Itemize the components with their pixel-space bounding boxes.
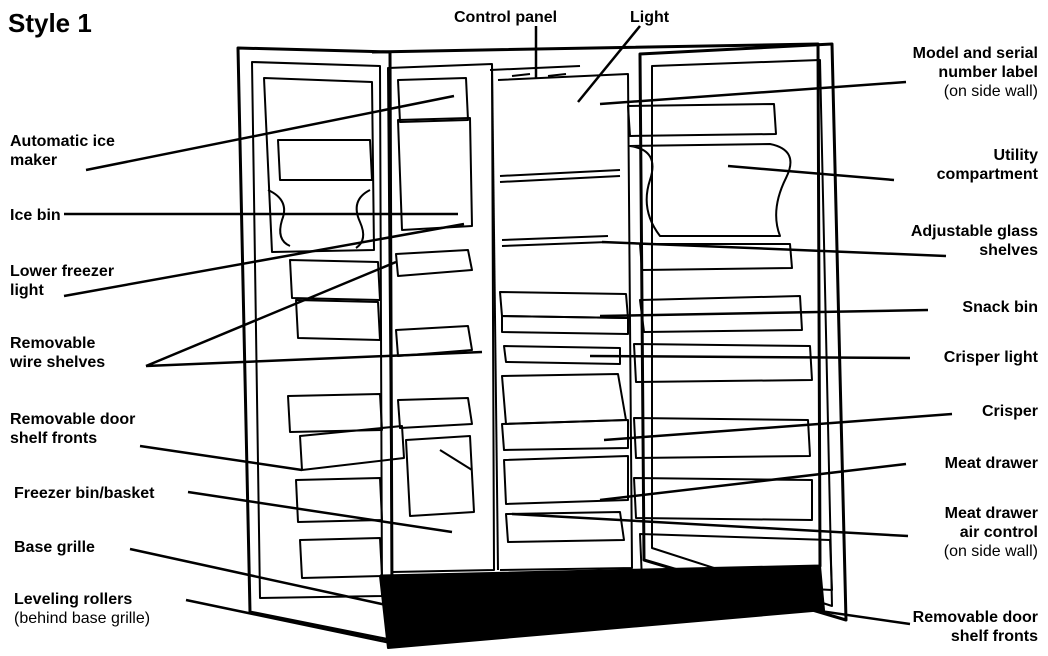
label-leveling-rollers-line1: Leveling rollers: [14, 591, 133, 608]
label-utility-line1: Utility: [993, 147, 1038, 164]
label-removable-door-shelf-fronts-right: Removable door shelf fronts: [913, 608, 1038, 646]
label-ice-bin: Ice bin: [10, 207, 61, 224]
label-crisper-light: Crisper light: [943, 349, 1038, 366]
label-light: Light: [630, 9, 670, 26]
label-removable-door-shelf-fronts-left: Removable door shelf fronts: [10, 410, 135, 448]
label-freezer-bin-basket: Freezer bin/basket: [14, 485, 155, 502]
label-model-serial-line3: (on side wall): [943, 83, 1038, 100]
label-lower-freezer-light: Lower freezer light: [10, 262, 114, 300]
label-wire-shelves-line2: wire shelves: [10, 354, 106, 371]
label-leveling-rollers-line2: (behind base grille): [14, 610, 151, 627]
label-adjustable-glass-shelves: Adjustable glass shelves: [911, 222, 1038, 260]
label-door-shelf-fronts-right-line1: Removable door: [912, 609, 1038, 626]
label-lower-freezer-light-line2: light: [10, 282, 44, 299]
label-removable-wire-shelves: Removable wire shelves: [10, 334, 105, 372]
label-ice-maker-line1: Automatic ice: [10, 133, 115, 150]
leader-lines: [63, 25, 953, 646]
label-glass-shelves-line1: Adjustable glass: [910, 223, 1038, 240]
label-control-panel: Control panel: [454, 9, 558, 26]
label-automatic-ice-maker: Automatic ice maker: [10, 132, 115, 170]
label-lower-freezer-light-line1: Lower freezer: [10, 263, 115, 280]
label-leveling-rollers: Leveling rollers (behind base grille): [14, 590, 150, 628]
label-ice-maker-line2: maker: [10, 152, 58, 169]
label-crisper: Crisper: [981, 403, 1038, 420]
label-meat-air-line1: Meat drawer: [944, 505, 1038, 522]
label-model-serial-line1: Model and serial: [912, 45, 1038, 62]
label-door-shelf-fronts-left-line1: Removable door: [10, 411, 136, 428]
label-glass-shelves-line2: shelves: [979, 242, 1038, 259]
label-meat-air-line2: air control: [959, 524, 1038, 541]
label-base-grille: Base grille: [14, 539, 95, 556]
label-model-serial-line2: number label: [938, 64, 1038, 81]
label-door-shelf-fronts-left-line2: shelf fronts: [10, 430, 98, 447]
fresh-food-door: [627, 42, 848, 622]
label-utility-line2: compartment: [936, 166, 1038, 183]
label-meat-drawer: Meat drawer: [944, 455, 1038, 472]
label-meat-drawer-air-control: Meat drawer air control (on side wall): [944, 504, 1038, 561]
label-door-shelf-fronts-right-line2: shelf fronts: [950, 628, 1038, 645]
label-meat-air-line3: (on side wall): [943, 543, 1038, 560]
label-snack-bin: Snack bin: [962, 299, 1038, 316]
diagram-title: Style 1: [8, 8, 92, 38]
freezer-door: [236, 46, 405, 642]
label-utility-compartment: Utility compartment: [937, 146, 1038, 184]
base-grille: [379, 565, 825, 649]
cabinet: [371, 42, 822, 578]
label-model-serial: Model and serial number label (on side w…: [913, 44, 1038, 101]
label-wire-shelves-line1: Removable: [10, 335, 96, 352]
